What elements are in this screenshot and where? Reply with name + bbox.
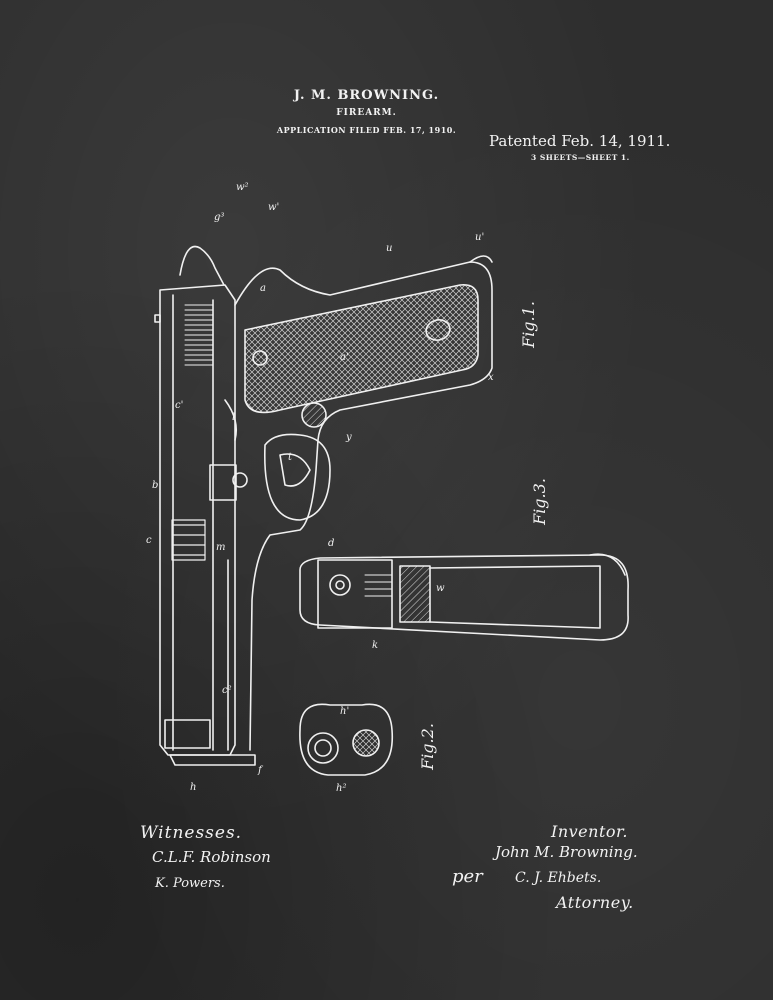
recoil-spring xyxy=(171,519,206,561)
label-l: l xyxy=(232,412,236,423)
label-f: f xyxy=(258,765,262,776)
frame-outline xyxy=(234,261,493,751)
sheet-count: 3 SHEETS—SHEET 1. xyxy=(531,153,630,162)
fig3-round-inner xyxy=(335,580,345,590)
figure-2-caption: Fig.2. xyxy=(417,723,437,770)
sear-lever xyxy=(224,399,238,441)
hammer xyxy=(179,245,225,286)
label-w-squared: w² xyxy=(236,182,249,193)
label-h-prime: h' xyxy=(340,706,350,717)
attorney-signature: C. J. Ehbets. xyxy=(515,870,602,886)
label-c-prime: c' xyxy=(175,400,184,411)
fig3-w-section xyxy=(399,565,431,623)
fig2-section xyxy=(299,703,394,776)
label-u: u xyxy=(386,243,393,254)
slide-outline xyxy=(159,284,236,756)
fig2-outline xyxy=(299,703,394,776)
witness-signature-2: K. Powers. xyxy=(155,876,225,891)
subject-heading: FIREARM. xyxy=(336,108,397,118)
magazine-catch xyxy=(301,402,327,428)
fig2-bore xyxy=(307,732,339,764)
label-g-cubed: g³ xyxy=(214,212,225,223)
label-a: a xyxy=(260,283,266,294)
label-y: y xyxy=(346,432,352,443)
label-b: b xyxy=(152,480,159,491)
patented-date: Patented Feb. 14, 1911. xyxy=(489,132,671,150)
fig3-end-cap xyxy=(589,553,626,576)
application-filed-line: APPLICATION FILED FEB. 17, 1910. xyxy=(276,125,457,135)
witnesses-label: Witnesses. xyxy=(140,823,243,843)
grip-screw-bottom xyxy=(252,350,268,366)
slide-serrations xyxy=(184,304,214,366)
label-c: c xyxy=(146,535,152,546)
fig1-pistol xyxy=(154,245,493,766)
slide-stop-pin xyxy=(232,472,248,488)
attorney-label: Attorney. xyxy=(556,893,634,912)
inventor-label: Inventor. xyxy=(551,822,628,841)
grip-screw-top xyxy=(425,319,451,341)
grip-safety xyxy=(469,255,493,263)
fig3-inner-channel xyxy=(429,565,601,629)
fig2-bore-inner xyxy=(314,739,332,757)
label-u-prime: u' xyxy=(475,232,485,243)
fig2-right-circle xyxy=(352,729,380,757)
fig3-block xyxy=(317,559,393,629)
label-h-squared: h² xyxy=(336,783,347,794)
trigger xyxy=(279,453,311,487)
disconnector xyxy=(209,464,237,501)
figure-1-caption: Fig.1. xyxy=(518,301,538,348)
fig3-magazine-outline xyxy=(299,554,629,641)
grip-panel xyxy=(244,283,479,414)
frame-bottom xyxy=(169,754,256,766)
trigger-guard xyxy=(263,433,331,521)
witness-signature-1: C.L.F. Robinson xyxy=(152,848,271,866)
fig3-spring xyxy=(364,574,393,597)
inventor-signature: John M. Browning. xyxy=(495,843,638,861)
label-h: h xyxy=(190,782,197,793)
figure-3-caption: Fig.3. xyxy=(529,478,549,525)
label-m: m xyxy=(216,542,226,553)
label-t: t xyxy=(288,452,293,463)
per-text: per xyxy=(452,866,483,887)
bushing xyxy=(164,719,211,749)
label-w-prime: w' xyxy=(268,202,280,213)
fig3-section xyxy=(299,553,629,641)
label-d: d xyxy=(328,538,335,549)
label-w: w xyxy=(436,583,445,594)
label-c-squared: c² xyxy=(222,685,232,696)
fig3-round xyxy=(329,574,351,596)
inventor-heading: J. M. BROWNING. xyxy=(293,88,440,103)
label-a-prime: a' xyxy=(340,352,349,363)
label-k: k xyxy=(372,640,379,651)
label-x: x xyxy=(488,372,494,383)
front-sight xyxy=(154,314,161,323)
